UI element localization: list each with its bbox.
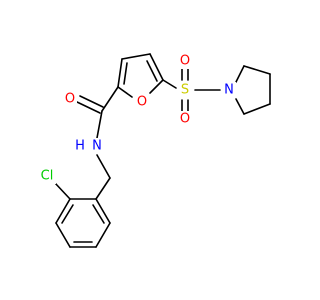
sulfonyl-sulfur-atom: S (178, 82, 192, 98)
bond-carbonyl-double-2 (76, 101, 101, 114)
molecule-structure: O N H O S O O N Cl (38, 53, 271, 248)
bond-furan-c3-c4 (121, 53, 151, 60)
bond-amide-c-n (96, 110, 103, 139)
bond-furan-c2-c3-inner (123, 62, 128, 85)
chlorine-atom: Cl (38, 168, 56, 184)
chlorine-label: Cl (41, 169, 54, 184)
sulfonyl-oxygen-bottom-label: O (180, 112, 190, 127)
sulfonyl-sulfur-label: S (181, 83, 189, 98)
bond-furan-c5-o (149, 79, 164, 94)
amide-nitrogen-label: N (92, 139, 102, 154)
bond-furan-c4-c5 (149, 53, 164, 81)
bond-pyr-c2-c3 (243, 65, 271, 75)
atom-label-layer: O N H O S O O N Cl (38, 53, 236, 184)
bond-benz-inner-1 (61, 204, 74, 224)
carbonyl-oxygen-atom: O (63, 91, 77, 107)
furan-oxygen-label: O (137, 95, 147, 110)
bond-ch2-benzene (95, 177, 111, 200)
furan-oxygen-atom: O (135, 94, 149, 110)
bond-layer (54, 53, 271, 248)
amide-nitrogen-atom: N H (74, 138, 104, 154)
bond-pyr-n-c2 (235, 65, 245, 83)
bond-n-ch2 (96, 154, 111, 179)
bond-furan-o-c2 (117, 86, 133, 98)
pyrrolidine-nitrogen-atom: N (222, 82, 236, 98)
bond-furan-c2-c3 (117, 58, 123, 88)
bond-benz-c5-c6 (95, 222, 111, 248)
amide-hydrogen-label: H (75, 139, 85, 154)
sulfonyl-oxygen-bottom-atom: O (178, 111, 192, 127)
carbonyl-oxygen-label: O (65, 92, 75, 107)
bond-amide-to-furan (101, 86, 119, 112)
bond-benz-c2-c3 (55, 198, 71, 224)
bond-benz-c3-c4 (55, 222, 71, 248)
bond-carbonyl-double-1 (79, 95, 104, 108)
bond-benz-c6-c1 (95, 198, 111, 224)
bond-pyr-c5-n (235, 98, 245, 115)
bond-benz-inner-3 (92, 204, 105, 224)
pyrrolidine-nitrogen-label: N (224, 83, 234, 98)
bond-pyr-c4-c5 (243, 103, 271, 115)
bond-benz-cl (54, 182, 71, 200)
bond-furan-c4-c5-inner (146, 60, 158, 82)
sulfonyl-oxygen-top-atom: O (178, 53, 192, 69)
sulfonyl-oxygen-top-label: O (180, 54, 190, 69)
bond-furan-s (162, 79, 177, 89)
